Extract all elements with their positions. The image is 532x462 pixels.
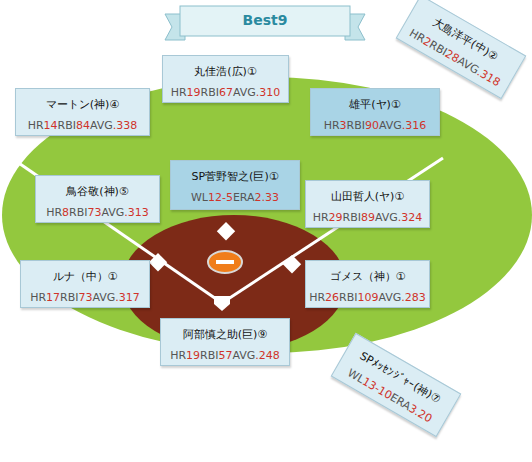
player-box: 大島洋平(中)②HR2RBI28AVG.318: [396, 0, 527, 99]
player-box: 丸佳浩(広)① HR19RBI67AVG.310: [162, 55, 289, 103]
player-box: ルナ（中）① HR17RBI73AVG.317: [20, 260, 150, 308]
player-box: ゴメス（神）① HR26RBI109AVG.283: [305, 260, 430, 308]
player-name: 阿部慎之助(巨)⑨: [161, 327, 289, 342]
player-stats: HR29RBI89AVG.324: [306, 211, 429, 224]
player-name: マートン(神)④: [16, 97, 149, 112]
player-stats: WL12-5ERA2.33: [171, 191, 299, 204]
player-name: ゴメス（神）①: [306, 269, 429, 284]
player-box: 阿部慎之助(巨)⑨ HR19RBI57AVG.248: [160, 318, 290, 366]
title-ribbon: [180, 6, 350, 36]
player-box: 雄平(ヤ)① HR3RBI90AVG.316: [310, 88, 440, 136]
player-stats: HR8RBI73AVG.313: [36, 206, 159, 219]
mound-mark: [216, 260, 234, 264]
player-name: ルナ（中）①: [21, 269, 149, 284]
player-box: マートン(神)④ HR14RBI84AVG.338: [15, 88, 150, 136]
player-box: SP菅野智之(巨)① WL12-5ERA2.33: [170, 160, 300, 210]
player-stats: HR26RBI109AVG.283: [306, 291, 429, 304]
player-name: 鳥谷敬(神)⑤: [36, 184, 159, 199]
pitcher-mound: [208, 251, 242, 273]
player-name: SP菅野智之(巨)①: [171, 169, 299, 184]
outfield-grass: [2, 77, 532, 353]
first-base: [283, 255, 301, 273]
player-stats: HR3RBI90AVG.316: [311, 119, 439, 132]
player-box: SPﾒｯｾﾝｼﾞｬｰ(神)⑦WL13-10ERA3.20: [331, 333, 462, 437]
player-name: 丸佳浩(広)①: [163, 64, 288, 79]
home-plate: [214, 296, 230, 311]
second-base: [217, 222, 235, 240]
player-name: 雄平(ヤ)①: [311, 97, 439, 112]
title: Best9: [185, 12, 345, 28]
player-box: 山田哲人(ヤ)① HR29RBI89AVG.324: [305, 180, 430, 228]
player-name: 山田哲人(ヤ)①: [306, 189, 429, 204]
third-base: [149, 253, 167, 271]
player-stats: HR19RBI67AVG.310: [163, 86, 288, 99]
player-stats: HR14RBI84AVG.338: [16, 119, 149, 132]
player-stats: HR17RBI73AVG.317: [21, 291, 149, 304]
player-stats: HR19RBI57AVG.248: [161, 349, 289, 362]
player-box: 鳥谷敬(神)⑤ HR8RBI73AVG.313: [35, 175, 160, 223]
